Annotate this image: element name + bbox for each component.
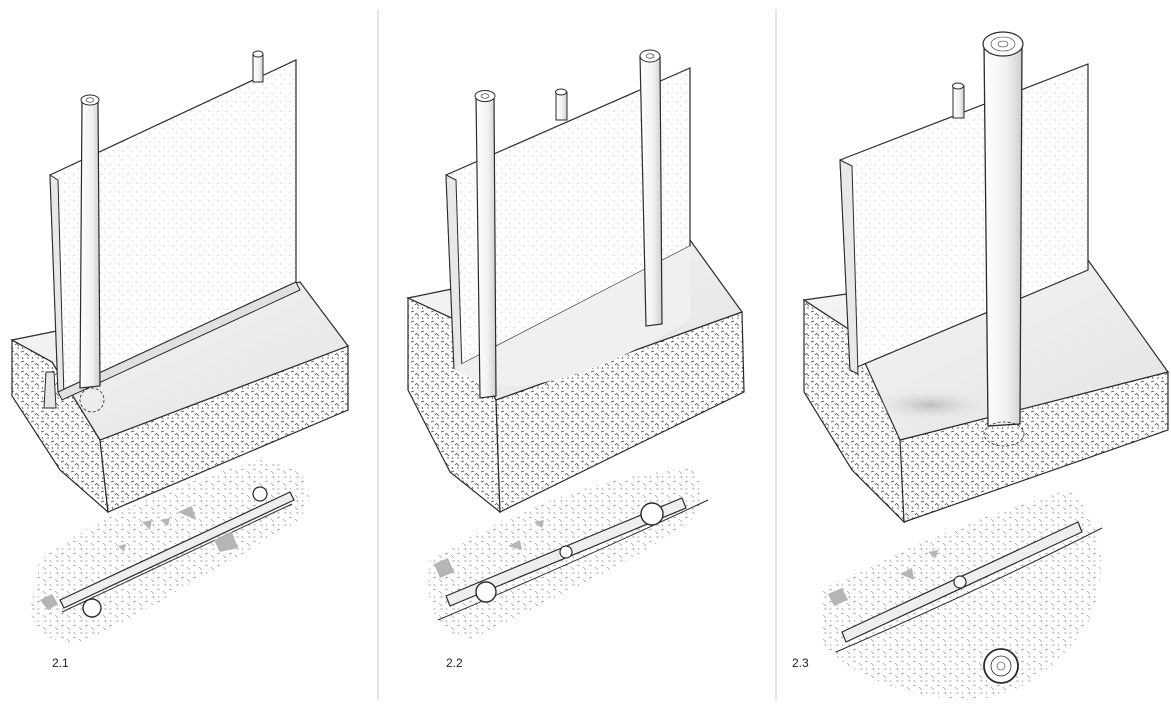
plan-post-2-1 <box>82 598 102 618</box>
stone <box>828 588 848 606</box>
plan-ground-2-3 <box>820 490 1102 700</box>
stone <box>508 540 522 550</box>
front-post <box>79 99 101 389</box>
back-post-top <box>952 82 964 90</box>
panel-2-2 <box>406 49 745 640</box>
plan-post-right-2-2 <box>640 502 664 526</box>
stone <box>214 532 238 552</box>
back-post-top <box>555 88 567 96</box>
stone <box>900 568 914 580</box>
back-post-top <box>252 50 264 58</box>
wall-edge <box>839 159 859 375</box>
plan-post-back-2-1 <box>252 486 268 502</box>
post-hole-outline <box>79 387 105 413</box>
plan-post-large-2-3 <box>983 648 1019 684</box>
plan-post-left-2-2 <box>475 581 497 603</box>
panel-2-3 <box>802 31 1169 700</box>
plan-post-small-2-3 <box>953 575 967 589</box>
stone <box>434 558 454 578</box>
wall-base-edge <box>57 281 301 401</box>
left-post-top <box>474 90 496 102</box>
stone <box>178 506 196 520</box>
post-shadow <box>870 389 990 421</box>
stone <box>534 520 544 528</box>
panel-2-1 <box>10 50 349 642</box>
stone <box>118 544 126 552</box>
plan-post-mid-2-2 <box>559 545 573 559</box>
corner-stake <box>43 371 57 409</box>
front-post-top <box>80 94 100 106</box>
stone <box>142 520 152 530</box>
figure-label-2-1: 2.1 <box>52 656 69 670</box>
back-post <box>555 91 568 121</box>
back-post <box>952 85 965 119</box>
stone <box>160 518 170 526</box>
stone <box>928 550 938 558</box>
figure-label-2-3: 2.3 <box>792 656 809 670</box>
large-post-top <box>982 31 1024 57</box>
stone <box>40 594 58 610</box>
left-post <box>475 95 497 399</box>
post-hole-outline <box>983 421 1025 447</box>
large-post <box>983 43 1023 427</box>
wall-footing-shade <box>454 246 690 386</box>
figure-label-2-2: 2.2 <box>446 656 463 670</box>
right-post-top <box>639 49 661 63</box>
back-post <box>252 53 264 83</box>
plan-wall-strip-2-1 <box>59 491 295 609</box>
